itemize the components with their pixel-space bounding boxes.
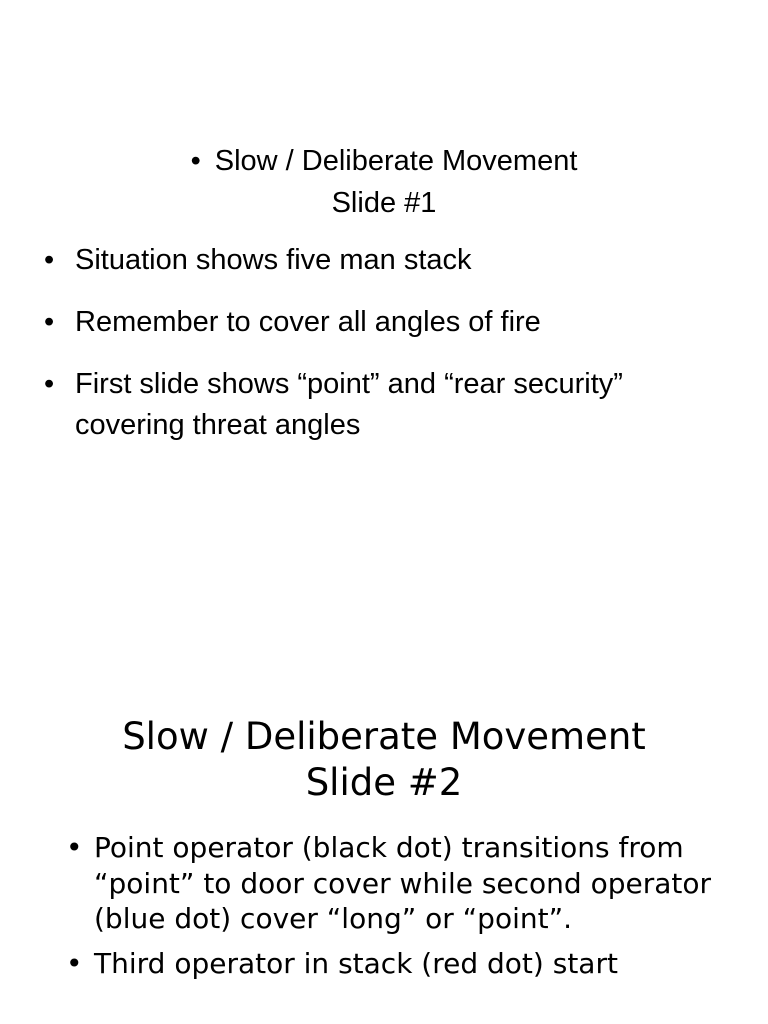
bullet-text: Third operator in stack (red dot) start [94, 946, 618, 980]
slide-1-bullet-list: • Situation shows five man stack • Remembe… [44, 240, 734, 467]
slide-1: • Slow / Deliberate Movement Slide #1 • Si… [0, 140, 768, 467]
slide-1-title: • Slow / Deliberate Movement Slide #1 [0, 140, 768, 224]
bullet-dot: • [44, 306, 55, 338]
bullet-dot: • [44, 244, 55, 276]
slide-1-title-line-2: Slide #1 [331, 187, 437, 219]
slide-2-title: Slow / Deliberate Movement Slide #2 [0, 714, 768, 806]
bullet-text: First slide shows “point” and “rear secu… [75, 368, 623, 441]
slide-1-title-line-1: • Slow / Deliberate Movement [0, 140, 768, 182]
slide-2-title-line-1: Slow / Deliberate Movement [122, 715, 646, 758]
bullet-dot: • [66, 831, 83, 864]
bullet-dot: • [44, 368, 55, 400]
bullet-text: Situation shows five man stack [75, 244, 472, 276]
bullet-text: Point operator (black dot) transitions f… [94, 831, 712, 935]
list-item: • Remember to cover all angles of fire [44, 302, 734, 343]
list-item: • Third operator in stack (red dot) start [66, 946, 726, 982]
slide-2-title-line-2: Slide #2 [305, 761, 463, 804]
slide-2-bullet-list: • Point operator (black dot) transitions … [66, 830, 726, 990]
list-item: • Situation shows five man stack [44, 240, 734, 281]
bullet-text: Remember to cover all angles of fire [75, 306, 541, 338]
title-text: Slow / Deliberate Movement [214, 145, 578, 177]
title-bullet: • [190, 145, 201, 177]
list-item: • Point operator (black dot) transitions … [66, 830, 726, 937]
bullet-dot: • [66, 946, 83, 980]
slide-2: Slow / Deliberate Movement Slide #2 • Poi… [0, 640, 768, 1024]
list-item: • First slide shows “point” and “rear sec… [44, 364, 734, 446]
